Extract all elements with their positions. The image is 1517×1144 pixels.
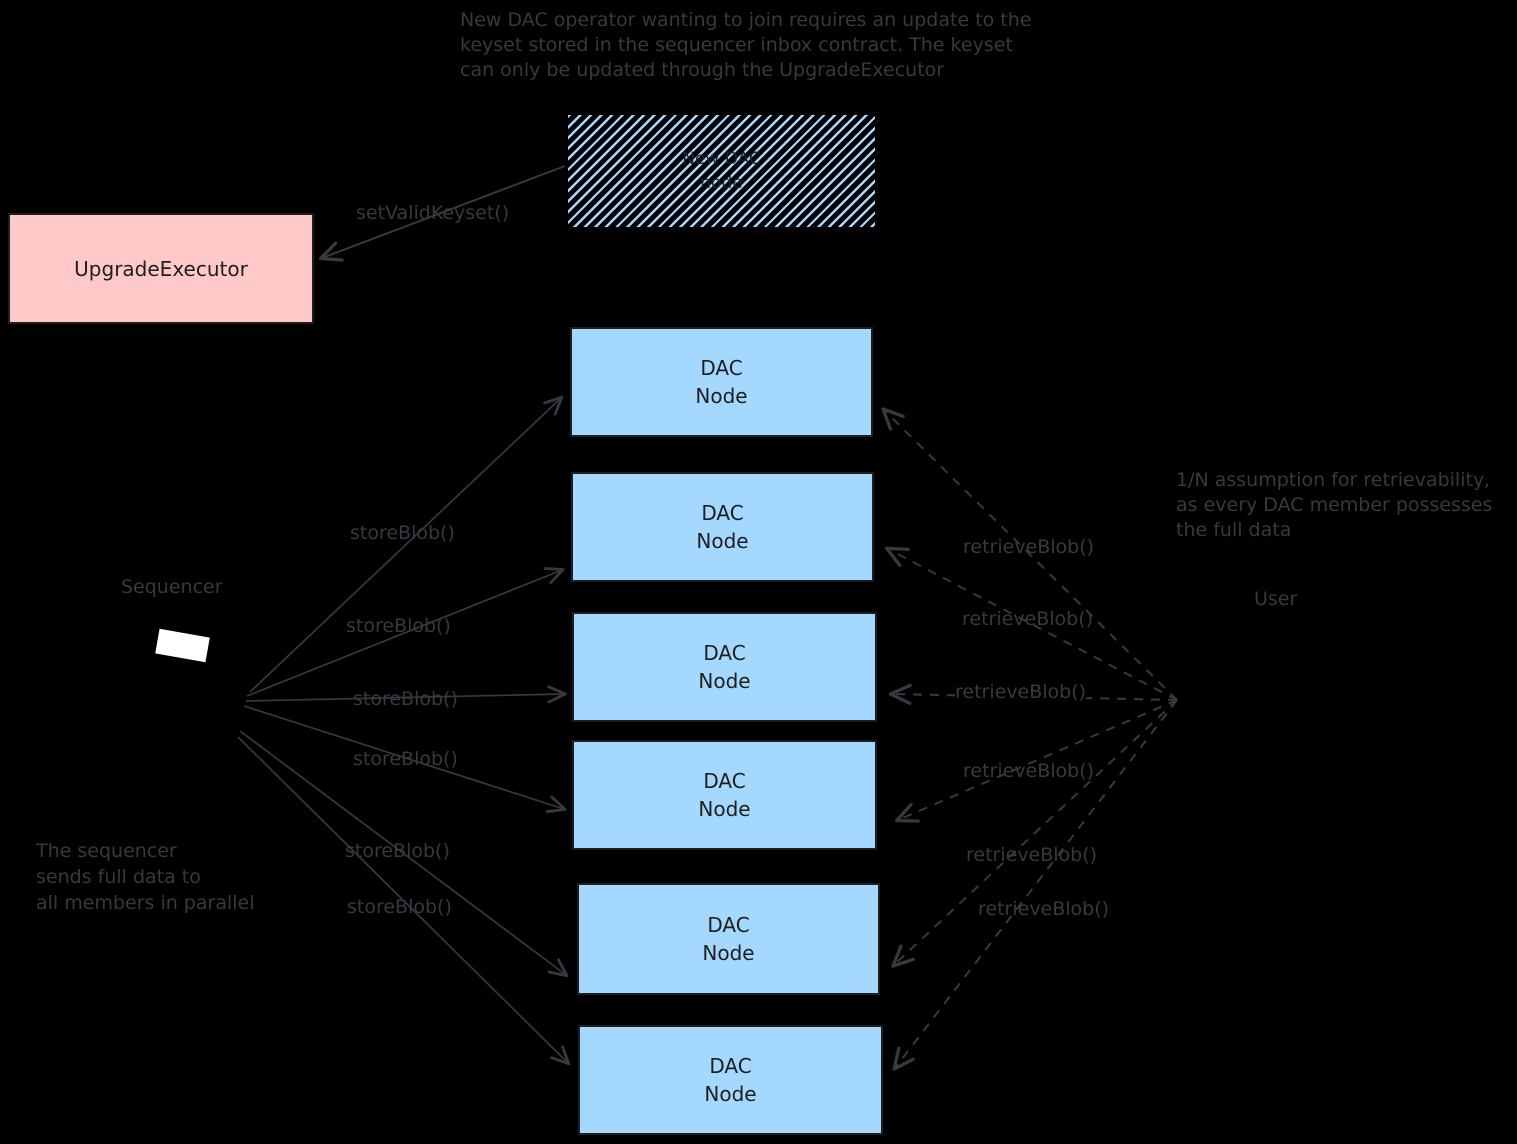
dac-node-label: DAC — [701, 501, 744, 525]
retrievability-note-line: as every DAC member possesses — [1176, 494, 1493, 516]
sequencer-note-line: all members in parallel — [36, 892, 255, 914]
sequencer-label: Sequencer — [121, 576, 223, 598]
sequencer-note-line: The sequencer — [36, 840, 177, 862]
new-dac-node-box: New DAC node — [568, 115, 875, 227]
retrieve-blob-label: retrieveBlob() — [966, 844, 1098, 866]
keyset-note-line: keyset stored in the sequencer inbox con… — [460, 34, 1013, 56]
store-blob-label: storeBlob() — [350, 522, 455, 544]
sequencer-laptop-screen-icon — [155, 628, 210, 663]
retrievability-note-line: 1/N assumption for retrievability, — [1176, 469, 1491, 491]
new-dac-node-label: node — [700, 173, 743, 193]
retrievability-note: 1/N assumption for retrievability, as ev… — [1176, 468, 1492, 543]
dac-node-box: DAC Node — [572, 612, 877, 722]
keyset-note-line: can only be updated through the UpgradeE… — [460, 59, 945, 81]
dac-node-box: DAC Node — [570, 327, 873, 437]
sequencer-note-line: sends full data to — [36, 866, 201, 888]
store-blob-label: storeBlob() — [353, 748, 458, 770]
set-valid-keyset-label: setValidKeyset() — [356, 202, 510, 224]
dac-node-label: DAC — [709, 1054, 752, 1078]
store-arrow — [249, 395, 564, 693]
dac-node-label: DAC — [703, 769, 746, 793]
dac-node-box: DAC Node — [577, 883, 880, 995]
retrieve-arrow — [891, 699, 1178, 968]
retrieve-blob-label: retrieveBlob() — [978, 898, 1110, 920]
dac-node-label: DAC — [700, 356, 743, 380]
retrievability-note-line: the full data — [1176, 519, 1292, 541]
dac-node-label: Node — [702, 941, 755, 965]
dac-node-label: Node — [698, 669, 751, 693]
keyset-note: New DAC operator wanting to join require… — [460, 8, 1031, 83]
dac-node-label: DAC — [707, 913, 750, 937]
dac-node-label: Node — [698, 797, 751, 821]
dac-node-box: DAC Node — [572, 740, 877, 850]
retrieve-blob-label: retrieveBlob() — [955, 681, 1087, 703]
dac-node-label: Node — [696, 529, 749, 553]
retrieve-arrows — [881, 407, 1178, 1071]
store-blob-label: storeBlob() — [347, 896, 452, 918]
store-arrows — [237, 395, 571, 1066]
store-blob-label: storeBlob() — [345, 840, 450, 862]
retrieve-blob-label: retrieveBlob() — [963, 760, 1095, 782]
retrieve-blob-label: retrieveBlob() — [963, 536, 1095, 558]
sequencer-note: The sequencer sends full data to all mem… — [36, 838, 255, 916]
retrieve-arrow — [892, 699, 1178, 1071]
store-blob-label: storeBlob() — [353, 688, 458, 710]
upgrade-executor-box: UpgradeExecutor — [8, 213, 314, 324]
keyset-note-line: New DAC operator wanting to join require… — [460, 9, 1032, 31]
store-blob-label: storeBlob() — [346, 615, 451, 637]
upgrade-executor-label: UpgradeExecutor — [74, 256, 248, 281]
user-label: User — [1254, 588, 1298, 610]
dac-node-box: DAC Node — [571, 472, 874, 582]
dac-node-box: DAC Node — [578, 1025, 883, 1135]
retrieve-blob-label: retrieveBlob() — [962, 608, 1094, 630]
dac-node-label: Node — [704, 1082, 757, 1106]
new-dac-node-label: New DAC — [682, 149, 761, 169]
dac-node-label: DAC — [703, 641, 746, 665]
dac-node-label: Node — [695, 384, 748, 408]
